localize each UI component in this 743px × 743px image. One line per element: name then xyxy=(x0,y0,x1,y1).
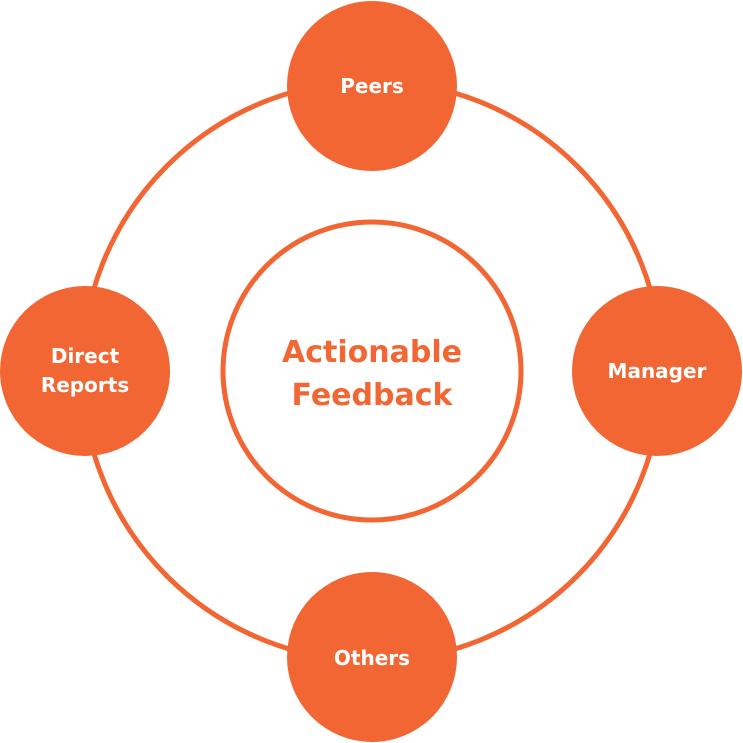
center-title-line1: Actionable xyxy=(282,335,462,370)
node-manager-label: Manager xyxy=(608,359,707,383)
center-title-line2: Feedback xyxy=(292,378,454,413)
node-peers: Peers xyxy=(287,1,457,171)
node-peers-circle xyxy=(287,1,457,171)
node-direct-reports-label-line2: Reports xyxy=(41,373,129,397)
node-manager-circle xyxy=(572,286,742,456)
node-direct-reports-circle xyxy=(0,286,170,456)
node-direct-reports-label-line1: Direct xyxy=(51,344,120,368)
center-circle xyxy=(220,219,524,523)
node-others-circle xyxy=(287,572,457,742)
node-others: Others xyxy=(287,572,457,742)
node-peers-label: Peers xyxy=(340,74,404,98)
node-others-label: Others xyxy=(334,646,410,670)
node-manager: Manager xyxy=(572,286,742,456)
node-direct-reports: Direct Reports xyxy=(0,286,170,456)
